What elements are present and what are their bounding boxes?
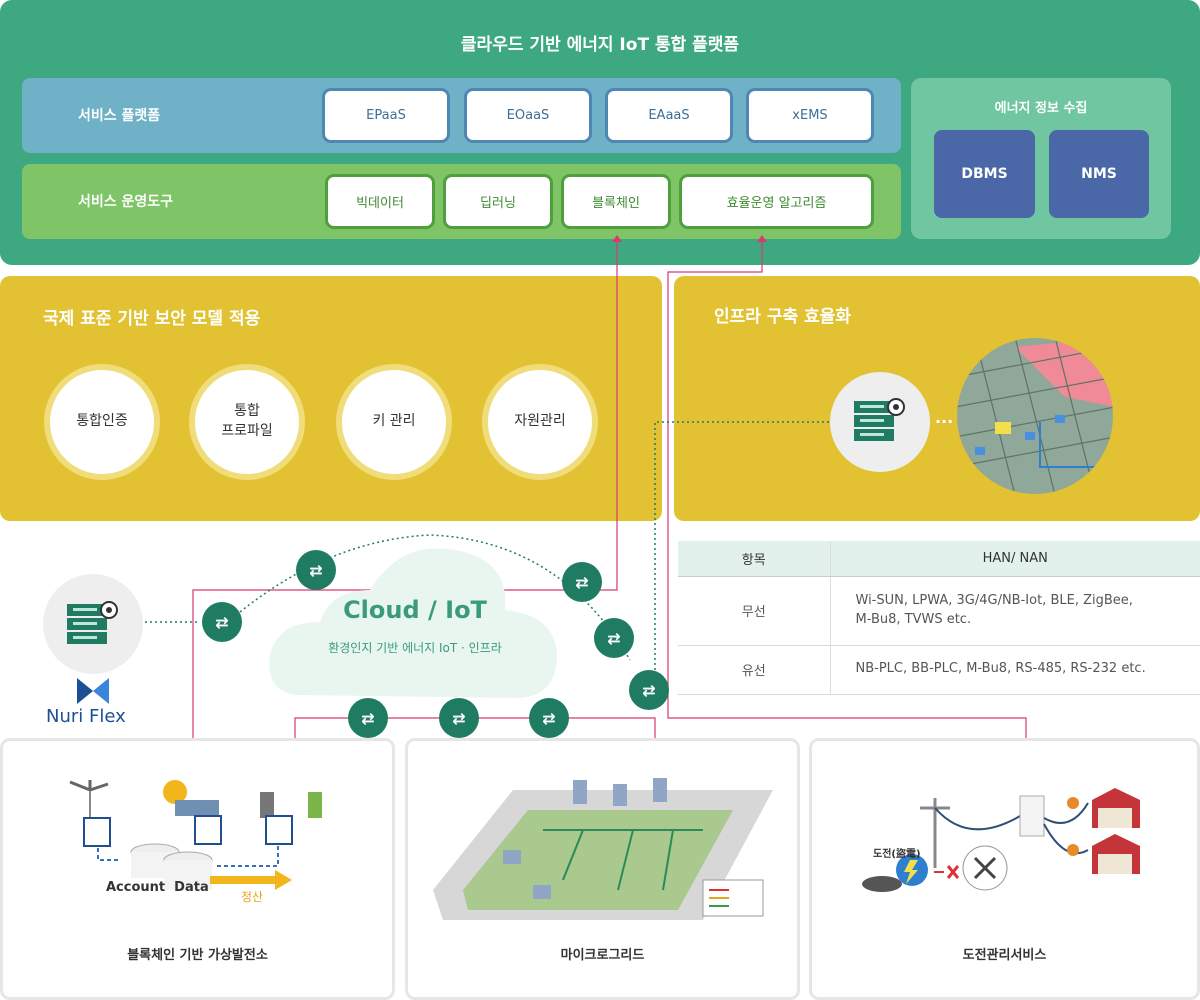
account-data-label: Account Data — [106, 880, 209, 895]
table-cell-item: 무선 — [678, 576, 831, 646]
vpp-card-title: 블록체인 기반 가상발전소 — [127, 948, 268, 963]
eaaas-box: EAaaS — [605, 88, 733, 143]
security-item-key-label: 키 관리 — [372, 413, 416, 430]
network-node-icon: ⇄ — [439, 698, 479, 738]
table-row: 유선 NB-PLC, BB-PLC, M-Bu8, RS-485, RS-232… — [678, 645, 1200, 695]
table-cell-value: Wi-SUN, LPWA, 3G/4G/NB-Iot, BLE, ZigBee,… — [830, 576, 1200, 646]
server-icon — [67, 601, 118, 644]
blockchain-box: 블록체인 — [561, 174, 671, 229]
table-cell-value: NB-PLC, BB-PLC, M-Bu8, RS-485, RS-232 et… — [830, 645, 1200, 695]
network-node-icon: ⇄ — [594, 618, 634, 658]
infra-title: 인프라 구축 효율화 — [714, 307, 851, 327]
security-item-resource-label: 자원관리 — [514, 413, 566, 430]
network-node-icon: ⇄ — [629, 670, 669, 710]
network-node-icon: ⇄ — [562, 562, 602, 602]
network-node-icon: ⇄ — [348, 698, 388, 738]
vpp-illustration — [69, 780, 322, 890]
cloud-title: Cloud / IoT — [343, 596, 487, 624]
table-header-row: 항목 HAN/ NAN — [678, 541, 1200, 577]
city-map-image — [957, 338, 1113, 494]
network-node-icon: ⇄ — [296, 550, 336, 590]
security-title: 국제 표준 기반 보안 모델 적용 — [43, 309, 261, 329]
theft-label: 도전(盜電) — [873, 849, 921, 860]
table-cell-item: 유선 — [678, 645, 831, 695]
cloud-subtitle: 환경인지 기반 에너지 IoT · 인프라 — [328, 641, 502, 655]
theft-card-title: 도전관리서비스 — [962, 948, 1047, 963]
cloud-shape — [269, 548, 557, 698]
table-header-item: 항목 — [678, 541, 831, 577]
infra-panel — [674, 276, 1200, 521]
settlement-label: 정산 — [241, 890, 264, 904]
security-item-profile: 통합 프로파일 — [189, 364, 305, 480]
security-item-profile-label: 통합 프로파일 — [221, 403, 273, 439]
service-tools-label: 서비스 운영도구 — [78, 194, 174, 210]
deeplearning-box: 딥러닝 — [443, 174, 553, 229]
table-header-han-nan: HAN/ NAN — [830, 541, 1200, 577]
theft-illustration — [862, 788, 1140, 892]
platform-title: 클라우드 기반 에너지 IoT 통합 플랫폼 — [460, 35, 740, 55]
security-item-auth: 통합인증 — [44, 364, 160, 480]
algorithm-box: 효율운영 알고리즘 — [679, 174, 874, 229]
security-item-auth-label: 통합인증 — [76, 413, 128, 430]
xems-box: xEMS — [746, 88, 874, 143]
security-item-key: 키 관리 — [336, 364, 452, 480]
server-icon — [854, 398, 905, 441]
han-nan-table: 항목 HAN/ NAN 무선 Wi-SUN, LPWA, 3G/4G/NB-Io… — [678, 541, 1200, 695]
collection-title: 에너지 정보 수집 — [994, 101, 1088, 116]
epaas-box: EPaaS — [322, 88, 450, 143]
nuriflex-brand: Nuri Flex — [46, 706, 126, 727]
microgrid-card-title: 마이크로그리드 — [560, 948, 645, 963]
bigdata-box: 빅데이터 — [325, 174, 435, 229]
service-platform-label: 서비스 플랫폼 — [78, 108, 161, 124]
table-row: 무선 Wi-SUN, LPWA, 3G/4G/NB-Iot, BLE, ZigB… — [678, 576, 1200, 646]
nms-box: NMS — [1049, 130, 1149, 218]
network-node-icon: ⇄ — [202, 602, 242, 642]
ellipsis-connector: ··· — [935, 412, 954, 431]
dbms-box: DBMS — [934, 130, 1035, 218]
network-node-icon: ⇄ — [529, 698, 569, 738]
nuriflex-logo-icon — [77, 678, 109, 704]
security-item-resource: 자원관리 — [482, 364, 598, 480]
eoaas-box: EOaaS — [464, 88, 592, 143]
microgrid-illustration — [433, 778, 773, 920]
